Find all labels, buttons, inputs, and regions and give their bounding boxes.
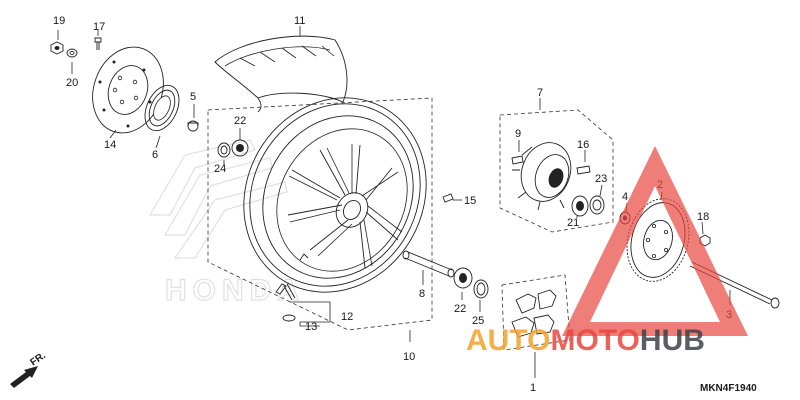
watermark-hub: HUB bbox=[640, 324, 705, 357]
callout-21: 21 bbox=[567, 217, 579, 229]
collar-5 bbox=[187, 120, 199, 132]
callout-22-lower: 22 bbox=[454, 303, 466, 315]
callout-20: 20 bbox=[66, 77, 78, 89]
brake-disc bbox=[92, 46, 164, 134]
honda-logo-text: HONDA bbox=[165, 274, 305, 307]
callout-7: 7 bbox=[537, 87, 543, 99]
callout-6: 6 bbox=[152, 149, 158, 161]
automotohub-watermark: AUTOMOTOHUB bbox=[466, 146, 748, 357]
callout-4: 4 bbox=[622, 191, 628, 203]
callout-18: 18 bbox=[697, 211, 709, 223]
stud-bolt-9 bbox=[511, 155, 524, 165]
callout-16: 16 bbox=[577, 139, 589, 151]
wheel-damper-rubbers bbox=[511, 289, 557, 338]
front-direction-arrow: FR. bbox=[10, 350, 48, 388]
callout-14: 14 bbox=[104, 139, 116, 151]
stud-bolt-16 bbox=[576, 165, 591, 175]
callout-25: 25 bbox=[472, 315, 484, 327]
callout-11: 11 bbox=[294, 15, 305, 27]
callout-17: 17 bbox=[93, 21, 105, 33]
hub-flange bbox=[512, 142, 572, 211]
nut-19 bbox=[50, 41, 64, 55]
callout-22-upper: 22 bbox=[234, 115, 246, 127]
watermark-triangle bbox=[562, 146, 748, 336]
dust-seal-ring bbox=[144, 84, 180, 132]
bearing-22-lower bbox=[453, 267, 473, 289]
callout-8: 8 bbox=[419, 288, 425, 300]
watermark-moto: MOTO bbox=[550, 324, 639, 357]
watermark-text: AUTOMOTOHUB bbox=[466, 324, 705, 357]
callout-10: 10 bbox=[403, 351, 415, 363]
key-15 bbox=[442, 193, 454, 203]
tire bbox=[214, 35, 348, 113]
callout-19: 19 bbox=[53, 15, 65, 27]
callout-5: 5 bbox=[190, 91, 196, 103]
wheel-rim bbox=[243, 97, 427, 293]
hub-assembly-box bbox=[499, 109, 614, 233]
callout-15: 15 bbox=[464, 195, 476, 207]
direction-label: FR. bbox=[28, 350, 48, 368]
callout-12: 12 bbox=[341, 311, 353, 323]
callout-24: 24 bbox=[214, 163, 226, 175]
washer-20 bbox=[66, 48, 78, 58]
bearing-21 bbox=[571, 195, 589, 217]
callout-1: 1 bbox=[530, 382, 536, 394]
valve-stem bbox=[275, 283, 296, 322]
seal-24 bbox=[217, 142, 231, 158]
callout-13: 13 bbox=[305, 321, 317, 333]
watermark-auto: AUTO bbox=[466, 324, 550, 357]
callout-9: 9 bbox=[515, 128, 521, 140]
seal-23 bbox=[589, 195, 605, 215]
bolt-17 bbox=[94, 37, 102, 50]
distance-collar-8 bbox=[402, 250, 455, 278]
seal-25 bbox=[473, 279, 489, 299]
diagram-code: MKN4F1940 bbox=[700, 383, 757, 394]
damper-box bbox=[501, 274, 571, 351]
callout-23: 23 bbox=[595, 173, 607, 185]
honda-wing-logo: HONDA bbox=[148, 139, 305, 308]
